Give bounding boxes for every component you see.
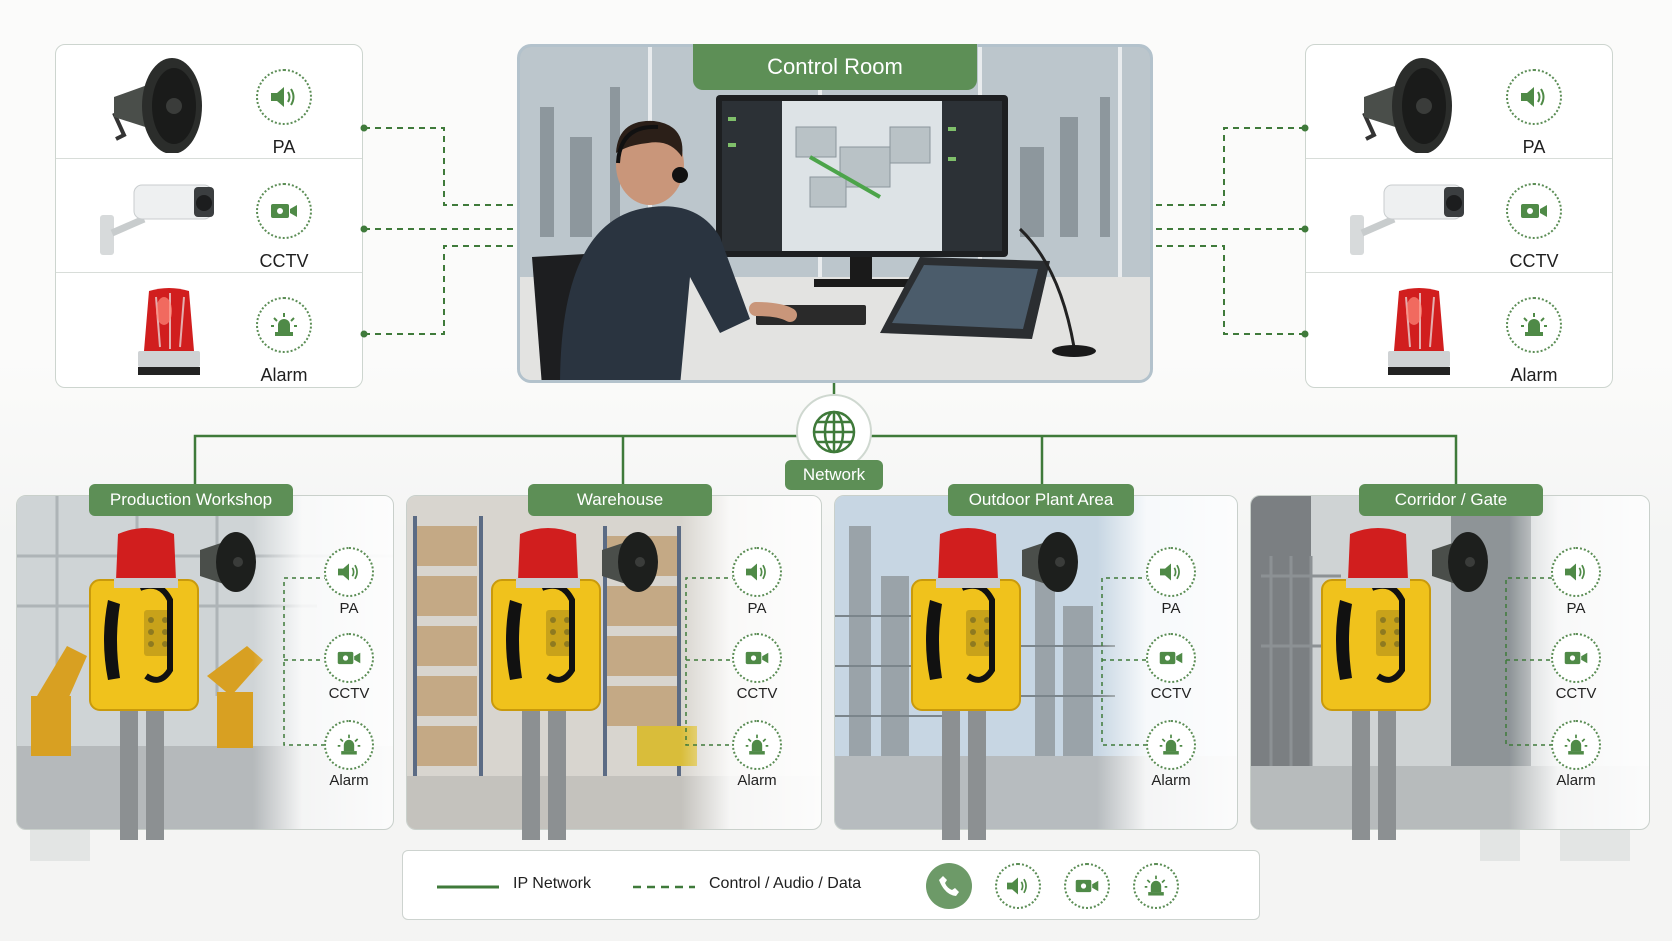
dashed-line-swatch [633, 885, 695, 889]
area-title-corridor-gate: Corridor / Gate [1359, 484, 1543, 516]
legend-ip-network: IP Network [513, 875, 591, 892]
speaker-icon [1551, 547, 1601, 597]
device-label: CCTV [1555, 685, 1597, 702]
network-label: Network [785, 460, 883, 490]
horn-speaker-image [1344, 53, 1474, 153]
device-label: CCTV [736, 685, 778, 702]
solid-line-swatch [437, 885, 499, 889]
device-label: Alarm [1556, 772, 1596, 789]
device-label: PA [1566, 600, 1586, 617]
control-room-image [517, 44, 1153, 383]
camera-icon [256, 183, 312, 239]
device-label: CCTV [259, 251, 309, 271]
area-title-outdoor-plant: Outdoor Plant Area [948, 484, 1134, 516]
alarm-icon [1133, 863, 1179, 909]
cctv-camera-image [1344, 167, 1474, 267]
camera-icon [1146, 633, 1196, 683]
globe-icon [796, 394, 872, 470]
device-row-cctv: CCTV [56, 159, 362, 273]
device-label: Alarm [329, 772, 369, 789]
speaker-icon [732, 547, 782, 597]
camera-icon [1064, 863, 1110, 909]
left-device-panel: PA CCTV [55, 44, 363, 388]
camera-icon [1551, 633, 1601, 683]
device-label: Alarm [1510, 365, 1558, 385]
horn-speaker-image [94, 53, 224, 153]
cctv-camera-image [94, 167, 224, 267]
area-title-production-workshop: Production Workshop [89, 484, 293, 516]
device-row-cctv: CCTV [1306, 159, 1612, 273]
device-label: CCTV [328, 685, 370, 702]
device-label: PA [1522, 137, 1546, 157]
legend: IP Network Control / Audio / Data [402, 850, 1260, 920]
alarm-beacon-image [1344, 281, 1474, 381]
device-label: CCTV [1509, 251, 1559, 271]
device-row-pa: PA [1306, 45, 1612, 159]
alarm-icon [324, 720, 374, 770]
speaker-icon [995, 863, 1041, 909]
device-label: Alarm [260, 365, 308, 385]
alarm-icon [1506, 297, 1562, 353]
device-row-alarm: Alarm [56, 273, 362, 387]
speaker-icon [324, 547, 374, 597]
camera-icon [732, 633, 782, 683]
alarm-icon [732, 720, 782, 770]
control-room-title: Control Room [693, 44, 977, 90]
speaker-icon [256, 69, 312, 125]
alarm-icon [256, 297, 312, 353]
device-label: Alarm [737, 772, 777, 789]
phone-icon [926, 863, 972, 909]
device-row-alarm: Alarm [1306, 273, 1612, 387]
device-label: PA [747, 600, 767, 617]
alarm-icon [1551, 720, 1601, 770]
device-label: PA [1161, 600, 1181, 617]
camera-icon [1506, 183, 1562, 239]
device-label: Alarm [1151, 772, 1191, 789]
legend-control-audio-data: Control / Audio / Data [709, 875, 862, 892]
device-row-pa: PA [56, 45, 362, 159]
camera-icon [324, 633, 374, 683]
right-device-panel: PA CCTV [1305, 44, 1613, 388]
area-title-warehouse: Warehouse [528, 484, 712, 516]
alarm-icon [1146, 720, 1196, 770]
speaker-icon [1146, 547, 1196, 597]
device-label: PA [339, 600, 359, 617]
device-label: CCTV [1150, 685, 1192, 702]
device-label: PA [272, 137, 296, 157]
speaker-icon [1506, 69, 1562, 125]
alarm-beacon-image [94, 281, 224, 381]
